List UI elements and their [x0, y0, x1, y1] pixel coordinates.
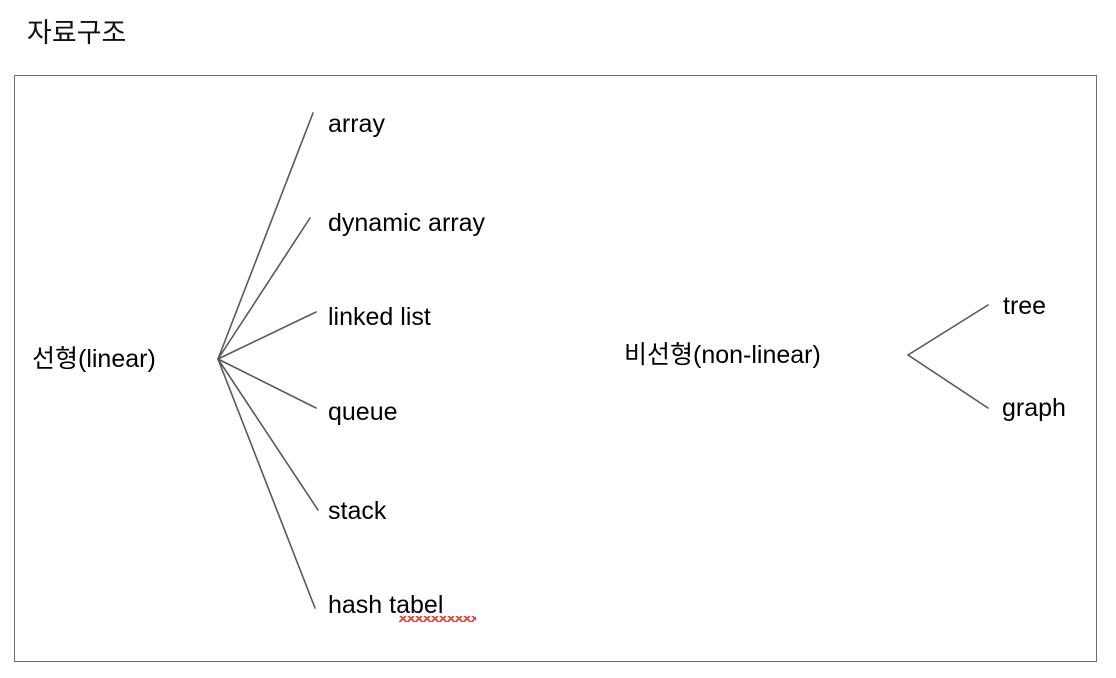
node-non-linear[interactable]: 비선형(non-linear) — [624, 341, 821, 369]
node-queue[interactable]: queue — [328, 398, 398, 426]
node-tree[interactable]: tree — [1003, 292, 1047, 320]
node-linear[interactable]: 선형(linear) — [32, 345, 156, 373]
spellcheck-squiggle-icon — [399, 616, 476, 622]
node-linked-list[interactable]: linked list — [328, 303, 431, 331]
node-graph[interactable]: graph — [1002, 394, 1066, 422]
node-dynamic-array[interactable]: dynamic array — [328, 209, 485, 237]
node-array[interactable]: array — [328, 110, 385, 138]
node-stack[interactable]: stack — [328, 497, 387, 525]
diagram-frame — [14, 75, 1097, 662]
node-hash-tabel[interactable]: hash tabel — [328, 591, 444, 619]
page-title: 자료구조 — [27, 18, 127, 48]
